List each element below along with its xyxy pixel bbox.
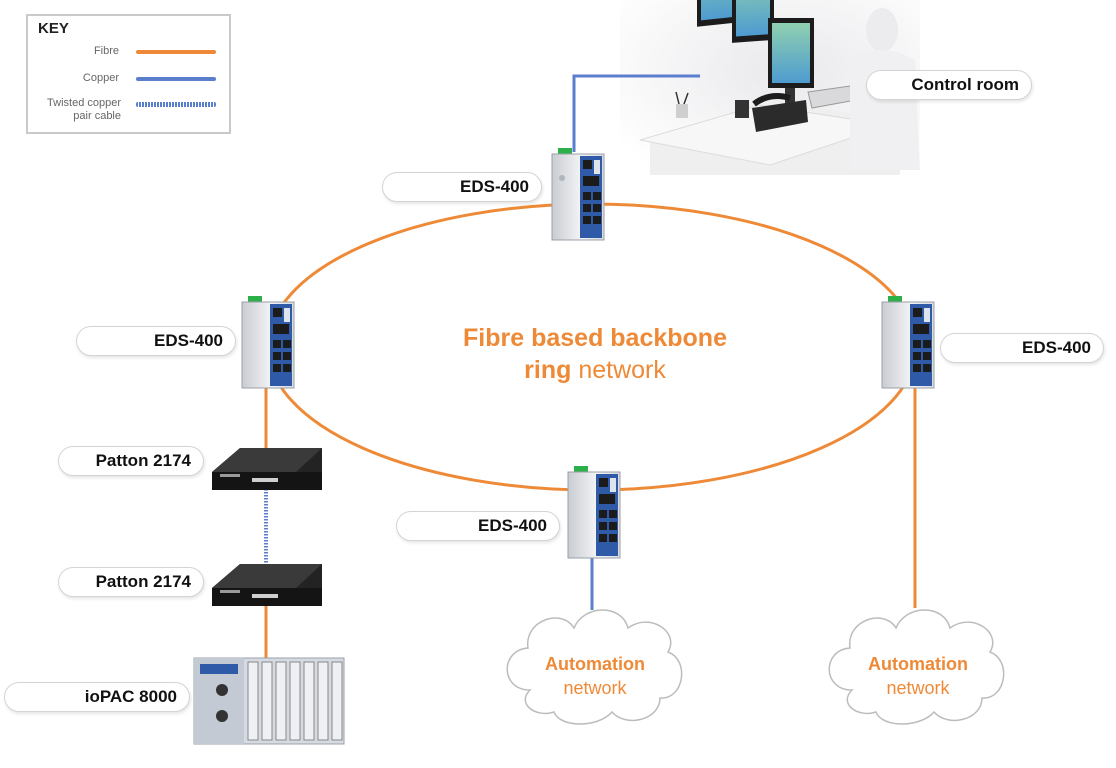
copper-link-control-room: [572, 74, 700, 152]
cloud-label-line1: Automation: [545, 654, 645, 674]
label-text: EDS-400: [154, 331, 223, 350]
label-eds-right: EDS-400: [940, 333, 1104, 363]
twisted-pair-swatch: [136, 102, 216, 107]
automation-cloud-icon: [506, 609, 683, 725]
cloud-label-line1: Automation: [868, 654, 968, 674]
label-text: EDS-400: [460, 177, 529, 196]
legend-item-twisted: Twisted copper pair cable: [28, 96, 229, 122]
eds-switch-icon: [567, 466, 621, 559]
ring-title-line2: ring network: [440, 354, 750, 386]
cloud-label-right: Automation network: [843, 652, 993, 700]
legend-key: KEY Fibre Copper Twisted copper pair cab…: [26, 14, 231, 134]
label-text: EDS-400: [1022, 338, 1091, 357]
ring-title-rest: network: [578, 356, 666, 384]
pencil-cup-icon: [675, 91, 689, 118]
copper-swatch: [136, 77, 216, 81]
label-text: Control room: [911, 75, 1019, 94]
legend-item-fibre: Fibre: [28, 44, 229, 64]
label-iopac: ioPAC 8000: [4, 682, 190, 712]
ring-title-line1: Fibre based backbone: [463, 324, 727, 352]
ring-title-bold-word: ring: [524, 356, 572, 384]
cloud-label-line2: network: [886, 678, 950, 698]
label-text: Patton 2174: [95, 451, 191, 470]
label-control-room: Control room: [866, 70, 1032, 100]
patton-modem-icon: [212, 564, 322, 606]
iopac-controller-icon: [193, 657, 345, 745]
label-eds-bottom: EDS-400: [396, 511, 560, 541]
legend-title: KEY: [38, 20, 69, 37]
label-eds-left: EDS-400: [76, 326, 236, 356]
legend-label: Copper: [82, 72, 119, 84]
cloud-label-left: Automation network: [520, 652, 670, 700]
label-patton-2: Patton 2174: [58, 567, 204, 597]
label-eds-top: EDS-400: [382, 172, 542, 202]
legend-item-copper: Copper: [28, 71, 229, 91]
eds-switch-icon: [881, 296, 935, 389]
ring-network-title: Fibre based backbone ring network: [440, 322, 750, 386]
label-text: ioPAC 8000: [84, 687, 177, 706]
label-text: Patton 2174: [95, 572, 191, 591]
telephone-icon: [752, 93, 808, 132]
legend-label: Fibre: [93, 45, 119, 57]
automation-cloud-icon: [828, 609, 1005, 725]
patton-modem-icon: [212, 448, 322, 490]
legend-label: Twisted copper pair cable: [47, 97, 121, 122]
fibre-swatch: [136, 50, 216, 54]
eds-switch-icon: [241, 296, 295, 389]
label-patton-1: Patton 2174: [58, 446, 204, 476]
eds-switch-icon: [551, 148, 605, 241]
label-text: EDS-400: [478, 516, 547, 535]
cloud-label-line2: network: [563, 678, 627, 698]
